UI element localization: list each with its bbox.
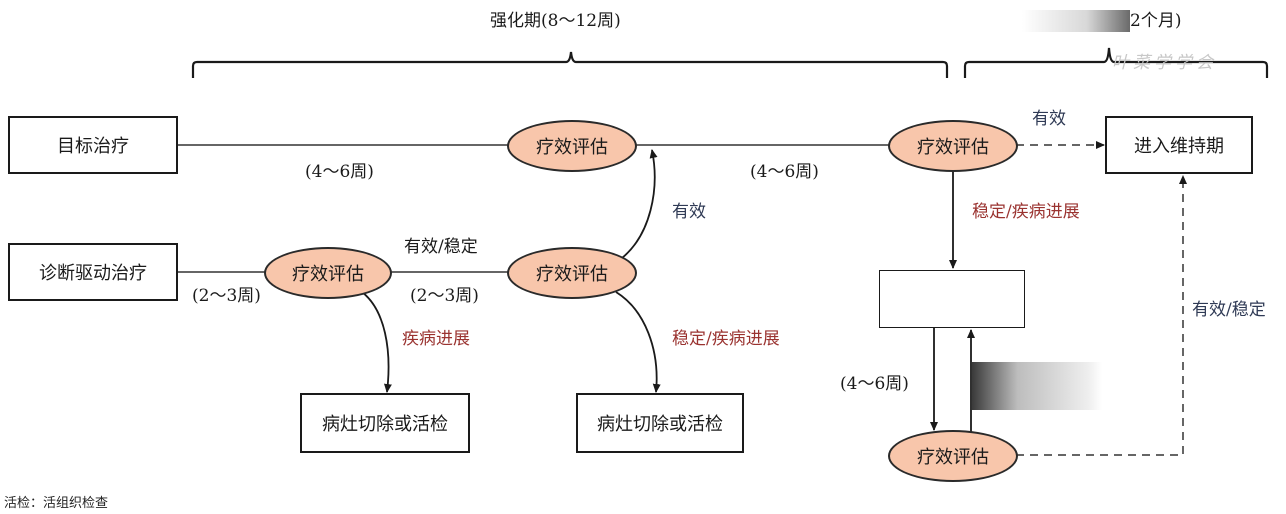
effective-label-top: 有效 (1032, 109, 1066, 129)
effective-label-mid: 有效 (672, 202, 706, 222)
lesion-resection-box-1: 病灶切除或活检 (300, 393, 470, 453)
enter-maintenance-box: 进入维持期 (1105, 116, 1253, 174)
efficacy-assessment-2: 疗效评估 (888, 120, 1018, 172)
arrow-assessB-to-assess1 (621, 149, 658, 259)
watermark: 叶菜学学会 (1112, 53, 1217, 73)
duration-label-top-1: (4～6周) (305, 162, 374, 182)
redacted-region-mid (972, 362, 1102, 410)
maintenance-phase-label: 2个月) (1130, 11, 1182, 31)
arrow-assessA-to-resection1 (361, 291, 392, 393)
intensive-phase-label: 强化期(8～12周) (490, 11, 621, 31)
duration-label-2-3-a: (2～3周) (192, 286, 261, 306)
duration-label-loop: (4～6周) (840, 374, 909, 394)
efficacy-assessment-B: 疗效评估 (507, 247, 637, 299)
targeted-therapy-box: 目标治疗 (8, 116, 178, 174)
efficacy-assessment-A: 疗效评估 (264, 247, 392, 299)
redacted-region (1022, 10, 1130, 32)
footnote: 活检：活组织检查 (4, 496, 109, 511)
duration-label-top-2: (4～6周) (750, 162, 819, 182)
progress-label: 疾病进展 (402, 329, 470, 349)
diagnostic-driven-therapy-box: 诊断驱动治疗 (8, 243, 178, 301)
efficacy-assessment-3: 疗效评估 (888, 430, 1018, 482)
blank-box (879, 270, 1025, 328)
stable-progress-label-right: 稳定/疾病进展 (972, 202, 1080, 222)
duration-label-2-3-b: (2～3周) (410, 286, 479, 306)
intensive-phase-brace (191, 51, 949, 78)
efficacy-assessment-1: 疗效评估 (507, 120, 637, 172)
effective-stable-label-left: 有效/稳定 (404, 237, 478, 257)
effective-stable-label-right: 有效/稳定 (1192, 300, 1266, 320)
stable-progress-label-mid: 稳定/疾病进展 (672, 329, 780, 349)
arrow-assessB-to-resection2 (615, 291, 661, 393)
dashed-assess3-to-maintenance (1016, 175, 1187, 456)
maintenance-phase-brace (963, 47, 1269, 78)
lesion-resection-box-2: 病灶切除或活检 (576, 393, 744, 453)
